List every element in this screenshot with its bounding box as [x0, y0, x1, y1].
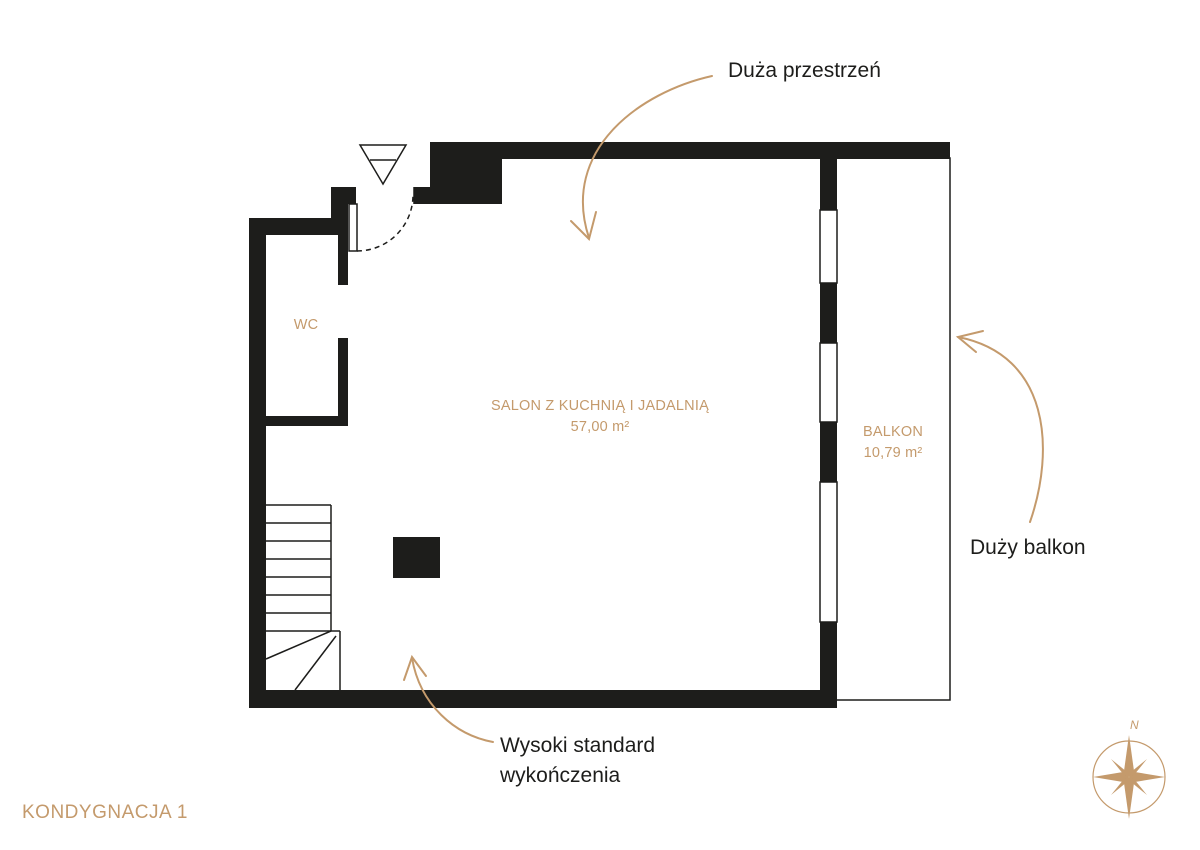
windows [819, 209, 838, 623]
room-name: BALKON [862, 424, 924, 440]
callout-space: Duża przestrzeń [728, 56, 881, 86]
walls [249, 142, 950, 708]
balcony-callout-arrow [957, 336, 1044, 523]
compass-north-label: N [1130, 718, 1139, 732]
room-label-balkon: BALKON 10,79 m² [848, 422, 938, 464]
entrance-door [348, 187, 415, 252]
floor-label: KONDYGNACJA 1 [22, 802, 188, 823]
callout-text: Duża przestrzeń [728, 59, 881, 82]
structural-column [393, 537, 440, 578]
room-area: 10,79 m² [863, 445, 923, 461]
room-name: WC [293, 317, 319, 333]
stairs [265, 504, 341, 691]
callout-standard: Wysoki standard wykończenia [500, 731, 655, 791]
room-label-wc: WC [278, 315, 334, 336]
balcony-callout-arrowhead [955, 330, 984, 353]
space-callout-arrow [582, 75, 713, 239]
room-label-salon: SALON Z KUCHNIĄ I JADALNIĄ 57,00 m² [440, 396, 760, 438]
callout-text-line2: wykończenia [500, 764, 621, 787]
callout-balcony: Duży balkon [970, 533, 1086, 563]
space-callout-arrowhead [570, 211, 597, 241]
compass-icon [1092, 735, 1166, 819]
callout-text-line1: Wysoki standard [500, 734, 656, 757]
callout-text: Duży balkon [970, 536, 1086, 559]
room-name: SALON Z KUCHNIĄ I JADALNIĄ [491, 398, 709, 414]
standard-callout-arrowhead [403, 654, 427, 681]
entrance-marker [358, 144, 408, 186]
room-area: 57,00 m² [570, 419, 630, 435]
standard-callout-arrow [411, 657, 494, 743]
